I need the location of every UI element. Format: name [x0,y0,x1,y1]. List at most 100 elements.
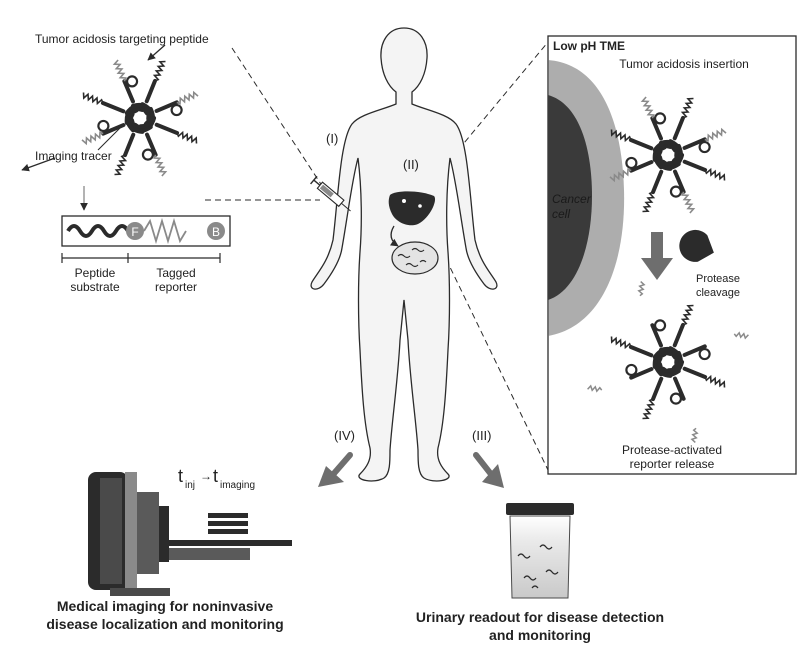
t-imaging-symbol: t [213,466,218,486]
low-ph-tme-label: Low pH TME [553,39,625,53]
reporter-release-label-2: reporter release [630,457,715,471]
nanoparticle-right-top [609,96,727,214]
imaging-tracer-dot [698,347,711,361]
dashed-connector-top-left [231,47,331,199]
bladder-organ [391,241,439,275]
cancer-cell-core [548,95,592,300]
imaging-tracer-dot [698,140,711,154]
micelle-arm [122,79,135,104]
micelle-arm [629,367,654,380]
peptide-substrate-label-2: substrate [70,280,120,294]
imaging-tracer-dot [97,119,110,133]
liver-spot-2 [418,204,422,208]
micelle-core-strand [138,106,155,129]
targeting-peptide-strand [176,130,198,144]
micelle-arm [673,169,686,194]
targeting-peptide-strand [642,191,656,213]
t-arrow-symbol: → [200,469,212,483]
quencher-b-label: B [212,225,220,239]
tracer-pointer-arrow [21,157,56,172]
micelle-arm [629,160,654,173]
arrow-to-imaging [318,452,353,487]
micelle-arm [154,122,180,135]
nanoparticle-right-bottom [587,281,749,443]
tagged-reporter-label-2: reporter [155,280,197,294]
reporter-strand [704,127,727,142]
micelle-arm [672,322,685,348]
micelle-arm [672,115,685,141]
peptide-substrate-label-1: Peptide [75,266,116,280]
liver-organ [388,191,436,226]
peptide-pointer-arrow [147,44,166,61]
released-reporter-fragment [637,281,646,297]
micelle-arm [682,137,707,150]
reporter-strand [81,131,104,146]
reporter-strand [640,96,655,119]
arrow-to-urine [473,452,504,488]
cancer-cell-label-1: Cancer [552,192,592,206]
reporter-strand [112,59,127,82]
micelle-arm [628,138,654,151]
micelle-arm [145,132,158,157]
step-iv-label: (IV) [334,428,355,443]
imaging-tracer-dot [653,112,667,125]
dashed-connector-bottom-right [419,204,549,471]
t-inj-symbol: t [178,466,183,486]
imaging-tracer-dot [625,156,638,170]
reporter-strand [681,191,696,214]
targeting-peptide-label: Tumor acidosis targeting peptide [35,32,209,46]
peptide-substrate-wave [66,224,130,238]
reporter-strand [176,90,199,105]
imaging-tracer-dot [125,75,139,88]
micelle-arm [650,116,663,141]
micelle-arm [651,376,664,402]
t-inj-subscript: inj [185,480,195,491]
cancer-cell-label-2: cell [552,207,570,221]
imaging-caption-line2: disease localization and monitoring [46,616,283,632]
imaging-caption-line1: Medical imaging for noninvasive [57,598,273,614]
micelle-arm [101,123,126,136]
protease-enzyme-icon [679,229,714,262]
micelle-arm [650,323,663,348]
targeting-peptide-strand [610,129,632,143]
targeting-peptide-strand [610,336,632,350]
fluorophore-f [126,222,144,240]
quencher-b [207,222,225,240]
targeting-peptide-strand [680,304,694,326]
imaging-scanner [88,472,292,596]
tagged-reporter-zigzag [143,217,187,245]
released-reporter-fragment [587,384,603,393]
step-iii-label: (III) [472,428,492,443]
micelle-arm [682,344,707,357]
micelle-core-strand [666,143,683,166]
t-imaging-subscript: imaging [220,480,255,491]
imaging-tracer-label: Imaging tracer [35,149,112,163]
protease-cleavage-label-1: Protease [696,273,740,285]
substrate-bracket [61,253,221,263]
fluorophore-f-label: F [131,225,138,239]
imaging-tracer-dot [141,148,155,161]
micelle-arm [100,101,126,114]
imaging-tracer-dot [170,103,183,117]
micelle-arm [682,159,708,172]
urine-caption-line2: and monitoring [489,627,591,643]
micelle-arm [144,78,157,104]
protease-cleavage-label-2: cleavage [696,287,740,299]
tracer-leader-line [97,127,121,151]
tme-panel [547,35,797,475]
reporter-release-label-1: Protease-activated [622,443,722,457]
panel-down-arrow [641,232,673,280]
micelle-arm [123,132,136,158]
urine-cup [506,503,574,599]
imaging-tracer-dot [625,363,638,377]
released-reporter-fragment [733,331,749,340]
imaging-tracer-dot [669,185,683,198]
targeting-peptide-strand [152,60,166,82]
released-reporter-fragment [690,427,699,443]
time-notation: t inj → t imaging [178,466,255,491]
liver-spot-1 [402,199,406,203]
reporter-strand [609,168,632,183]
targeting-peptide-strand [114,154,128,176]
